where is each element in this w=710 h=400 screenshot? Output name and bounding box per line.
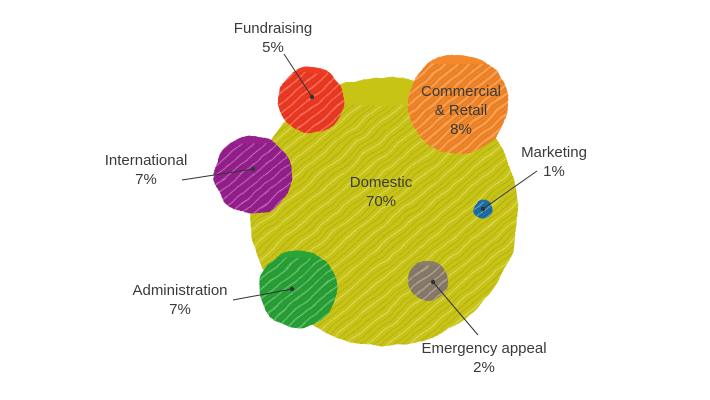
leader-dot-marketing	[480, 206, 486, 212]
leader-line-emergency-appeal	[432, 281, 479, 336]
leader-line-international	[181, 168, 254, 181]
leader-line-administration	[232, 288, 293, 301]
bubble-domestic	[250, 78, 518, 346]
bubbles-layer	[214, 54, 518, 346]
bubble-fill-fundraising	[278, 67, 344, 133]
leader-line-fundraising	[283, 53, 313, 98]
leader-dot-administration	[289, 286, 295, 292]
bubble-fill-emergency-appeal	[408, 261, 448, 301]
leader-dot-international	[250, 166, 256, 172]
leader-dot-fundraising	[309, 94, 315, 100]
leader-dot-emergency-appeal	[430, 279, 436, 285]
leader-line-marketing	[482, 170, 538, 210]
